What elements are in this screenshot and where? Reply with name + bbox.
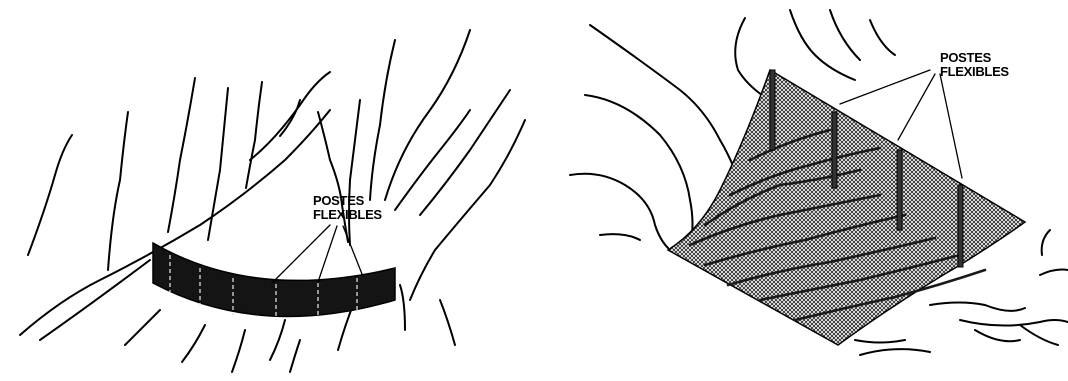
left-label-line2: FLEXIBLES: [313, 207, 382, 222]
right-figure: POSTES FLEXIBLES: [570, 10, 1068, 355]
right-label-line1: POSTES: [940, 50, 992, 65]
right-label-line2: FLEXIBLES: [940, 64, 1009, 79]
left-label-line1: POSTES: [313, 193, 365, 208]
left-terrain-lines: [20, 30, 525, 372]
left-figure: POSTES FLEXIBLES: [20, 30, 525, 372]
